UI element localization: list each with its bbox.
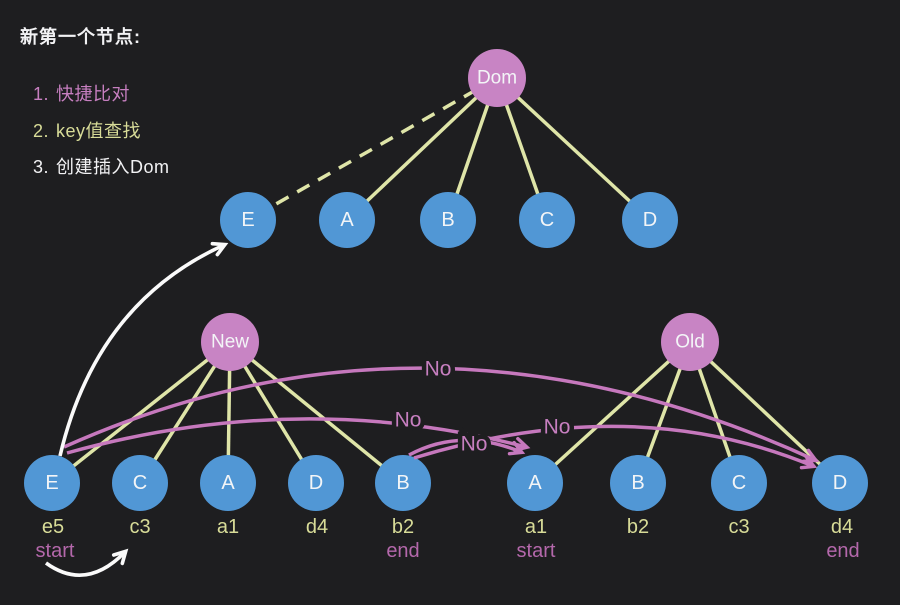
new-tree: New E C A D B e5 c3 a1 d4 b2 start end xyxy=(24,313,431,562)
step-label: 快捷比对 xyxy=(56,84,131,104)
step-number: 3. xyxy=(33,157,50,177)
node-dom-c-label: C xyxy=(540,209,554,231)
node-old-c-label: C xyxy=(732,472,746,494)
step-item-2: 2. key值查找 xyxy=(33,117,141,143)
key-label: a1 xyxy=(217,516,239,538)
edge-old-a xyxy=(533,340,692,485)
edge-new-e xyxy=(50,340,232,485)
node-new-e xyxy=(24,455,80,511)
key-label: b2 xyxy=(392,516,414,538)
edge-new-b xyxy=(228,340,405,485)
old-tree: Old A B C D a1 b2 c3 d4 start end xyxy=(507,313,868,562)
node-dom-b xyxy=(420,192,476,248)
step-number: 2. xyxy=(33,121,50,141)
dom-tree: Dom E A B C D xyxy=(220,49,678,248)
node-new-b xyxy=(375,455,431,511)
step-item-3: 3. 创建插入Dom xyxy=(33,153,170,179)
key-label: e5 xyxy=(42,516,64,538)
comparison-result-label: No xyxy=(544,416,571,439)
compare-arrow-b-to-a-icon xyxy=(408,438,526,457)
pointer-label-new-start: start xyxy=(36,540,75,562)
node-old-a-label: A xyxy=(528,472,542,494)
node-dom-d-label: D xyxy=(643,209,657,231)
white-arrows xyxy=(44,241,229,577)
compare-arrow-e-to-a-icon xyxy=(66,417,531,455)
key-label: b2 xyxy=(627,516,649,538)
node-dom-a-label: A xyxy=(340,209,354,231)
node-new-e-label: E xyxy=(45,472,58,494)
edge-old-d xyxy=(688,340,842,485)
node-new-d-label: D xyxy=(309,472,323,494)
node-new-a xyxy=(200,455,256,511)
node-new-c-label: C xyxy=(133,472,147,494)
node-old-root xyxy=(661,313,719,371)
comparison-result-label: No xyxy=(461,433,488,456)
node-old-d xyxy=(812,455,868,511)
node-new-root xyxy=(201,313,259,371)
node-old-c xyxy=(711,455,767,511)
pointer-label-old-end: end xyxy=(826,540,859,562)
comparison-arrows: No No No No xyxy=(63,353,820,470)
comparison-result-label: No xyxy=(395,409,422,432)
key-label: d4 xyxy=(306,516,328,538)
advance-arrow-icon xyxy=(44,548,129,577)
node-old-b-label: B xyxy=(631,472,644,494)
node-dom-a xyxy=(319,192,375,248)
node-new-d xyxy=(288,455,344,511)
step-label: 创建插入Dom xyxy=(56,157,170,177)
comparison-result-label: No xyxy=(425,358,452,381)
node-old-a xyxy=(507,455,563,511)
pointer-label-new-end: end xyxy=(386,540,419,562)
node-dom-d xyxy=(622,192,678,248)
compare-arrow-b-to-d-icon xyxy=(413,424,818,470)
key-label: c3 xyxy=(129,516,150,538)
node-old-d-label: D xyxy=(833,472,847,494)
key-label: c3 xyxy=(728,516,749,538)
key-label: d4 xyxy=(831,516,853,538)
edge-dom-a xyxy=(345,76,499,222)
node-dom-e-label: E xyxy=(241,209,254,231)
node-old-b xyxy=(610,455,666,511)
lesson-title: 新第一个节点: xyxy=(20,27,141,47)
node-new-b-label: B xyxy=(396,472,409,494)
node-dom-root xyxy=(468,49,526,107)
pointer-label-old-start: start xyxy=(517,540,556,562)
key-label: a1 xyxy=(525,516,547,538)
insert-arrow-icon xyxy=(58,241,229,457)
node-dom-e xyxy=(220,192,276,248)
edge-dom-d xyxy=(495,76,652,222)
node-new-c xyxy=(112,455,168,511)
node-old-root-label: Old xyxy=(675,332,705,353)
node-new-root-label: New xyxy=(211,332,249,353)
node-new-a-label: A xyxy=(221,472,235,494)
step-label: key值查找 xyxy=(56,121,142,141)
node-dom-b-label: B xyxy=(441,209,454,231)
compare-arrow-e-to-d-icon xyxy=(63,366,820,463)
node-dom-root-label: Dom xyxy=(477,68,517,89)
step-number: 1. xyxy=(33,84,50,104)
node-dom-c xyxy=(519,192,575,248)
step-item-1: 1. 快捷比对 xyxy=(33,80,130,106)
